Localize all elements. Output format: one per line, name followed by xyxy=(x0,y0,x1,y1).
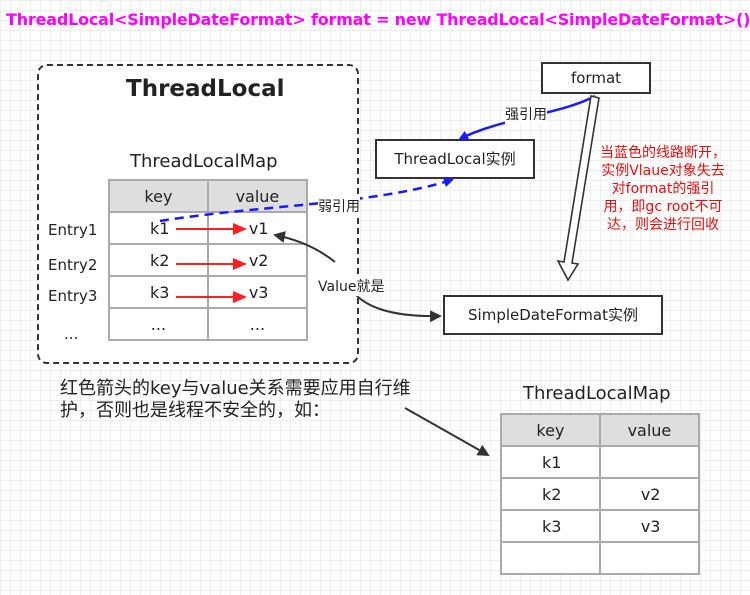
threadlocal-label: ThreadLocal xyxy=(126,76,285,102)
code-title: ThreadLocal<SimpleDateFormat> format = n… xyxy=(6,10,750,29)
threadlocalmap-2-title: ThreadLocalMap xyxy=(523,383,671,404)
note-pointer-arrow xyxy=(404,407,490,456)
format-box: format xyxy=(541,62,651,94)
key-cell: k3 xyxy=(108,275,209,309)
key-cell: k2 xyxy=(500,477,601,511)
value-cell xyxy=(598,541,701,575)
value-curve-to-sdf xyxy=(354,293,442,323)
key-header: key xyxy=(500,413,601,447)
value-cell: ... xyxy=(206,307,309,341)
value-cell: v2 xyxy=(206,243,309,277)
table-row: k2 v2 xyxy=(500,477,701,511)
value-cell xyxy=(598,445,701,479)
key-cell xyxy=(500,541,601,575)
value-header: value xyxy=(598,413,701,447)
value-is-label: Value就是 xyxy=(318,276,385,296)
threadlocal-instance-box: ThreadLocal实例 xyxy=(375,139,535,179)
value-cell: v3 xyxy=(598,509,701,543)
table-row: k3 v3 xyxy=(500,509,701,543)
format-to-sdf-arrow xyxy=(556,95,600,282)
value-header: value xyxy=(206,179,309,213)
key-header: key xyxy=(108,179,209,213)
value-curve-to-v1 xyxy=(273,231,336,263)
strong-ref-label: 强引用 xyxy=(505,104,547,124)
table-row: k2 v2 xyxy=(108,243,309,277)
table-row: ... ... xyxy=(108,307,309,341)
key-cell: k1 xyxy=(500,445,601,479)
table-row xyxy=(500,541,701,575)
key-value-note: 红色箭头的key与value关系需要应用自行维护，否则也是线程不安全的，如： xyxy=(60,378,411,421)
entry-label: Entry2 xyxy=(48,256,98,274)
weak-reference-arrow xyxy=(159,177,454,223)
value-cell: v2 xyxy=(598,477,701,511)
key-cell: ... xyxy=(108,307,209,341)
value-cell: v3 xyxy=(206,275,309,309)
simpledateformat-instance-box: SimpleDateFormat实例 xyxy=(443,295,663,335)
entry-label: Entry3 xyxy=(48,287,98,305)
table-row: k3 v3 xyxy=(108,275,309,309)
weak-ref-label: 弱引用 xyxy=(318,196,360,216)
key-cell: k2 xyxy=(108,243,209,277)
threadlocalmap-1-title: ThreadLocalMap xyxy=(130,151,278,172)
key-cell: k3 xyxy=(500,509,601,543)
table-row: k1 xyxy=(500,445,701,479)
threadlocalmap-1-table: key value k1 v1 k2 v2 k3 v3 ... ... xyxy=(108,179,309,341)
entry-label: Entry1 xyxy=(48,221,98,239)
gc-explanation-note: 当蓝色的线路断开，实例Vlaue对象失去对format的强引用，即gc root… xyxy=(600,145,726,233)
threadlocalmap-2-table: key value k1 k2 v2 k3 v3 xyxy=(500,413,701,575)
entry-label: ... xyxy=(64,325,79,343)
